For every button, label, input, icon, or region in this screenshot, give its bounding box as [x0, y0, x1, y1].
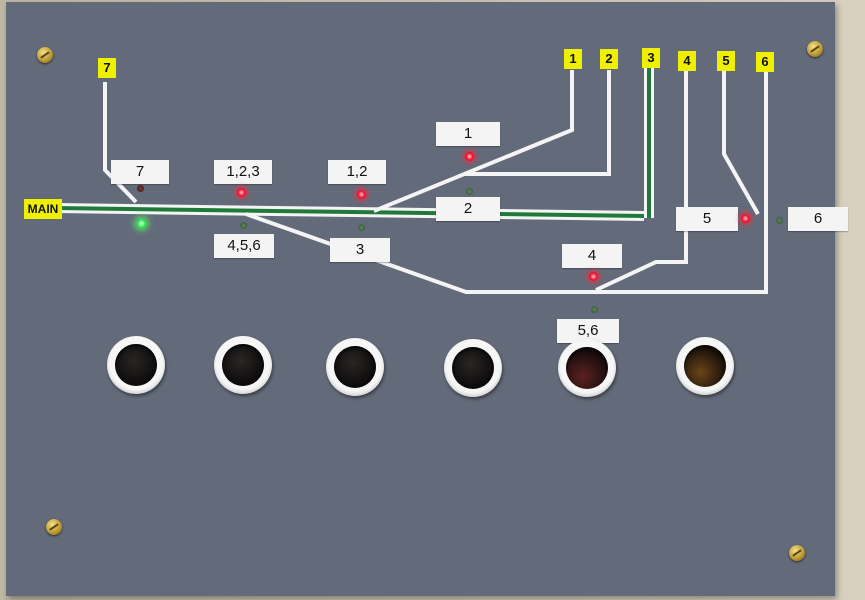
track-number-5: 5 — [717, 51, 735, 71]
track-number-7: 7 — [98, 58, 116, 78]
track-2-line — [464, 70, 611, 176]
screw-top-right — [807, 41, 823, 57]
track-diagram — [55, 68, 768, 294]
track-4-line — [595, 70, 688, 292]
main-label: MAIN — [24, 199, 62, 219]
route-1-2-led — [357, 190, 366, 199]
screw-bottom-left — [46, 519, 62, 535]
track-7-line — [103, 82, 138, 204]
track-number-1: 1 — [564, 49, 582, 69]
screw-bottom-right — [789, 545, 805, 561]
button-hole — [115, 344, 157, 386]
route-button-2[interactable] — [214, 336, 272, 394]
route-7-led — [137, 185, 144, 192]
route-button-3[interactable] — [326, 338, 384, 396]
screw-top-left — [37, 47, 53, 63]
route-label-1-2: 1,2 — [328, 160, 386, 184]
route-label-2: 2 — [436, 197, 500, 221]
route-4-5-6-led — [240, 222, 247, 229]
route-4-led — [589, 272, 598, 281]
button-hole — [334, 346, 376, 388]
main-line-green — [55, 206, 645, 218]
control-panel: 7 1 2 3 4 5 6 MAIN 7 1,2,3 1,2 1 2 3 4,5… — [6, 2, 848, 596]
main-indicator-led — [137, 219, 146, 228]
track-number-3: 3 — [642, 48, 660, 68]
route-label-3: 3 — [330, 238, 390, 262]
route-label-1-2-3: 1,2,3 — [214, 160, 272, 184]
route-6-led — [776, 217, 783, 224]
button-hole — [566, 347, 608, 389]
route-button-6[interactable] — [676, 337, 734, 395]
route-1-2-3-led — [237, 188, 246, 197]
track-5-line — [722, 70, 760, 215]
route-2-led — [466, 188, 473, 195]
route-button-5[interactable] — [558, 339, 616, 397]
route-1-led — [465, 152, 474, 161]
track-number-6: 6 — [756, 52, 774, 72]
track-number-2: 2 — [600, 49, 618, 69]
route-label-4-5-6: 4,5,6 — [214, 234, 274, 258]
track-number-4: 4 — [678, 51, 696, 71]
route-label-6: 6 — [788, 207, 848, 231]
route-3-led — [358, 224, 365, 231]
route-label-1: 1 — [436, 122, 500, 146]
route-5-led — [741, 214, 750, 223]
button-hole — [222, 344, 264, 386]
route-label-7: 7 — [111, 160, 169, 184]
route-label-4: 4 — [562, 244, 622, 268]
route-label-5: 5 — [676, 207, 738, 231]
route-button-4[interactable] — [444, 339, 502, 397]
button-hole — [452, 347, 494, 389]
route-button-1[interactable] — [107, 336, 165, 394]
route-5-6-led — [591, 306, 598, 313]
track-1-line — [373, 70, 574, 213]
button-hole — [684, 345, 726, 387]
